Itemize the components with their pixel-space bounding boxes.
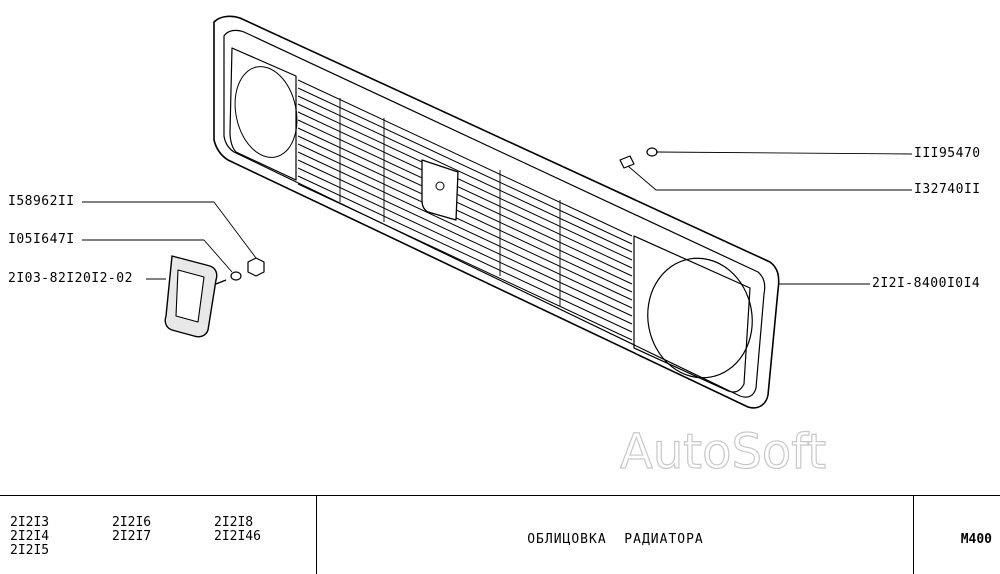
model-column-3: 2I2I8 2I2I46 (214, 516, 261, 544)
emblem-inner (175, 269, 205, 323)
parts-diagram (82, 15, 913, 409)
left-headlamp-ring (234, 66, 298, 158)
screw (619, 155, 635, 169)
label-grille: 2I2I-8400I0I4 (872, 276, 981, 291)
left-headlamp-opening (229, 47, 297, 181)
model-code: 2I2I3 (10, 515, 50, 530)
title-block: 2I2I3 2I2I4 2I2I5 2I2I6 2I2I7 2I2I8 2I2I… (0, 495, 1000, 574)
label-nut: I58962II (8, 194, 75, 209)
sheet-title: ОБЛИЦОВКА РАДИАТОРА (527, 532, 704, 547)
label-spring-washer: I05I647I (8, 232, 75, 247)
leader-lines (82, 151, 913, 285)
label-washer: III95470 (914, 146, 981, 161)
emblem-stud (215, 279, 227, 285)
right-headlamp-ring (647, 257, 753, 379)
label-emblem: 2I03-82I20I2-02 (8, 271, 133, 286)
model-list: 2I2I3 2I2I4 2I2I5 2I2I6 2I2I7 2I2I8 2I2I… (0, 496, 317, 574)
model-code: 2I2I4 (10, 529, 50, 544)
model-column-1: 2I2I3 2I2I4 2I2I5 (10, 516, 49, 558)
right-headlamp-opening (633, 235, 751, 393)
mount-hole (435, 181, 445, 191)
grille-outer-frame (213, 15, 780, 409)
grille-dividers (339, 98, 561, 306)
model-column-2: 2I2I6 2I2I7 (112, 516, 151, 544)
model-code: 2I2I5 (10, 543, 50, 558)
model-code: 2I2I7 (112, 529, 152, 544)
spring-washer (230, 271, 242, 281)
washer (646, 147, 658, 157)
model-code: 2I2I6 (112, 515, 152, 530)
sheet-code-cell: M400 (915, 496, 1000, 574)
grille-inner-frame (223, 29, 766, 398)
label-screw: I32740II (914, 182, 981, 197)
watermark: AutoSoft (619, 423, 827, 480)
sheet-code: M400 (960, 532, 992, 547)
model-code: 2I2I46 (214, 529, 261, 544)
model-code: 2I2I8 (214, 515, 254, 530)
grille-slats (297, 79, 633, 341)
nut (247, 257, 265, 277)
sheet-name-cell: ОБЛИЦОВКА РАДИАТОРА (318, 496, 914, 574)
